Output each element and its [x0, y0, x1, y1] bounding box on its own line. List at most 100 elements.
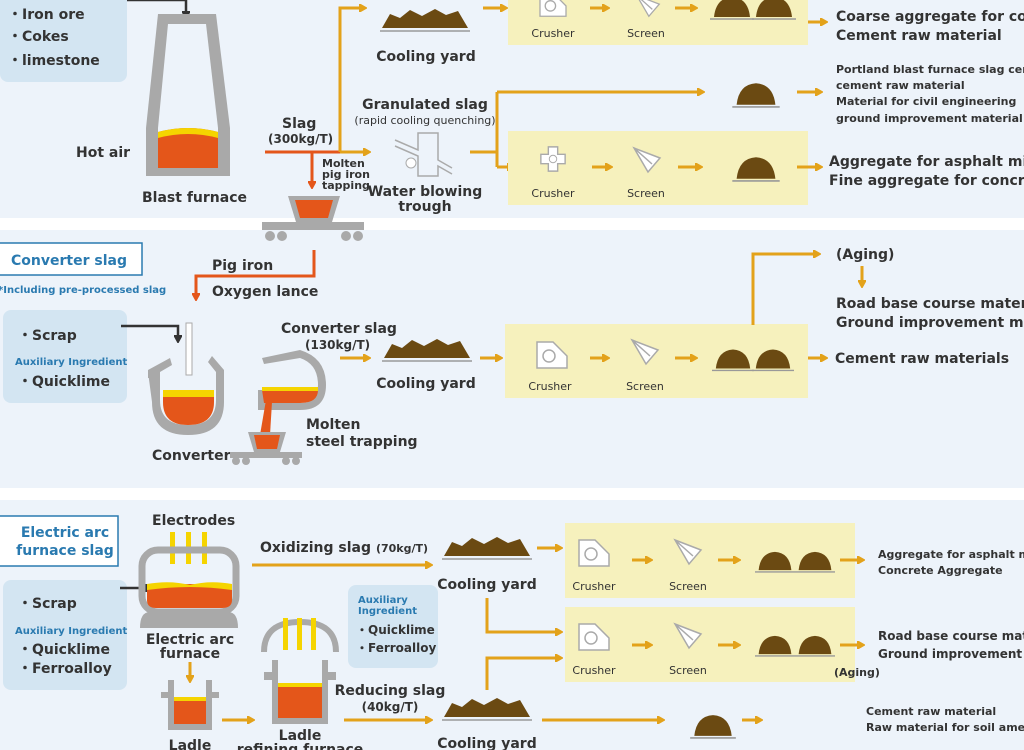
slag-label: Slag — [282, 116, 316, 132]
converter-slag-label: Converter slag — [281, 321, 397, 337]
torpedo-car-icon — [262, 196, 364, 241]
crusher-icon — [539, 0, 567, 17]
input-scrap: ・Scrap — [18, 328, 77, 344]
aux-label: Auxiliary — [358, 595, 408, 606]
cooling-yard-pile-icon — [382, 338, 472, 362]
product-pile-icon — [690, 714, 736, 739]
input-scrap: ・Scrap — [18, 596, 77, 612]
aux-label: Auxiliary Ingredient — [15, 626, 127, 637]
section-note: *Including pre-processed slag — [0, 285, 166, 296]
converter-section: Converter slag *Including pre-processed … — [0, 242, 1024, 465]
trough-label: trough — [398, 199, 451, 215]
blast-furnace-icon — [146, 14, 230, 176]
screen-label: Screen — [626, 380, 664, 393]
use-text: Road base course material — [836, 296, 1024, 312]
reducing-slag-amount: (40kg/T) — [362, 700, 419, 714]
crusher-label: Crusher — [531, 27, 575, 40]
raw-materials-box — [0, 0, 127, 82]
screen-label: Screen — [669, 664, 707, 677]
crusher-label: Crusher — [528, 380, 572, 393]
section-divider — [0, 488, 1024, 500]
tapping-label: tapping — [322, 179, 370, 192]
eaf-icon — [138, 532, 240, 628]
input-limestone: ・limestone — [8, 53, 100, 69]
cooling-yard-label: Cooling yard — [376, 49, 475, 65]
use-text: cement raw material — [836, 79, 965, 92]
section-title: Converter slag — [11, 253, 127, 269]
pig-iron-label: Pig iron — [212, 258, 273, 274]
trough-label: Water blowing — [368, 184, 483, 200]
use-text: Road base course material — [878, 629, 1024, 643]
oxygen-lance-label: Oxygen lance — [212, 284, 318, 300]
use-text: Cement raw material — [836, 28, 1002, 44]
input-ferroalloy: ・Ferroalloy — [18, 661, 112, 677]
ladle-refining-furnace-icon — [261, 618, 339, 724]
crusher-label: Crusher — [531, 187, 575, 200]
molten-steel-label: Molten — [306, 417, 361, 433]
use-text: Fine aggregate for concrete — [829, 173, 1024, 189]
use-text: Aggregate for asphalt mixture — [829, 154, 1024, 170]
input-cokes: ・Cokes — [8, 29, 69, 45]
input-quicklime: ・Quicklime — [18, 642, 110, 658]
aux-label: Ingredient — [358, 606, 417, 617]
eaf-label: furnace — [160, 646, 220, 662]
aging-label: (Aging) — [834, 666, 880, 679]
blast-furnace-label: Blast furnace — [142, 190, 247, 206]
molten-steel-label: steel trapping — [306, 434, 418, 450]
section-title: Electric arc — [21, 525, 109, 541]
feed-arrow — [127, 0, 186, 16]
aging-label: (Aging) — [836, 247, 894, 263]
screen-label: Screen — [669, 580, 707, 593]
use-text: Cement raw materials — [835, 351, 1009, 367]
ladle-icon — [161, 680, 219, 730]
section-divider — [0, 218, 1024, 230]
converter-label: Converter — [152, 448, 231, 464]
blast-furnace-section: ・Iron ore ・Cokes ・limestone Hot air Blas… — [0, 0, 1024, 241]
input-iron-ore: ・Iron ore — [8, 7, 85, 23]
hot-air-label: Hot air — [76, 145, 130, 161]
granulated-note: (rapid cooling quenching) — [354, 114, 495, 127]
electrodes-label: Electrodes — [152, 513, 235, 529]
tapping-label: Molten — [322, 157, 365, 170]
cooling-yard-pile-icon — [442, 697, 532, 721]
input-ferroalloy: ・Ferroalloy — [356, 641, 436, 655]
inputs-box — [3, 310, 127, 403]
aux-label: Auxiliary Ingredient — [15, 357, 127, 368]
crusher-label: Crusher — [572, 664, 616, 677]
converter-slag-amount: (130kg/T) — [305, 338, 370, 352]
cooling-yard-pile-icon — [442, 536, 532, 560]
ladle-label: Ladle — [169, 738, 212, 750]
reducing-slag-label: Reducing slag — [335, 683, 446, 699]
cooling-yard-label: Cooling yard — [437, 577, 536, 593]
lrf-label: Ladle — [279, 728, 322, 744]
eaf-section: Electric arc furnace slag ・Scrap Auxilia… — [0, 513, 1024, 750]
use-text: Cement raw material — [866, 705, 996, 718]
use-text: ground improvement material — [836, 112, 1023, 125]
section-title: furnace slag — [16, 543, 114, 559]
use-text: Coarse aggregate for concrete — [836, 9, 1024, 25]
granulated-slag-label: Granulated slag — [362, 97, 488, 113]
aux-inputs-box — [348, 585, 438, 668]
use-text: Ground improvement material — [878, 647, 1024, 661]
water-trough-icon — [394, 132, 453, 177]
use-text: Portland blast furnace slag cement — [836, 63, 1024, 76]
product-pile-icon — [731, 82, 781, 108]
use-text: Raw material for soil amendment — [866, 721, 1024, 734]
crusher-label: Crusher — [572, 580, 616, 593]
inputs-box — [3, 580, 127, 690]
slag-amount: (300kg/T) — [268, 132, 333, 146]
use-text: Concrete Aggregate — [878, 564, 1003, 577]
cooling-yard-label: Cooling yard — [376, 376, 475, 392]
converter-icon — [148, 322, 224, 435]
screen-label: Screen — [627, 27, 665, 40]
cooling-yard-label: Cooling yard — [437, 736, 536, 750]
use-text: Ground improvement material — [836, 315, 1024, 331]
use-text: Material for civil engineering — [836, 95, 1016, 108]
section-title-box — [0, 242, 143, 276]
oxidizing-slag-label: Oxidizing slag(70kg/T) — [260, 540, 428, 556]
use-text: Aggregate for asphalt mixture — [878, 548, 1024, 561]
lrf-label: refining furnace — [237, 742, 364, 750]
screen-label: Screen — [627, 187, 665, 200]
section-title-box — [0, 515, 119, 567]
